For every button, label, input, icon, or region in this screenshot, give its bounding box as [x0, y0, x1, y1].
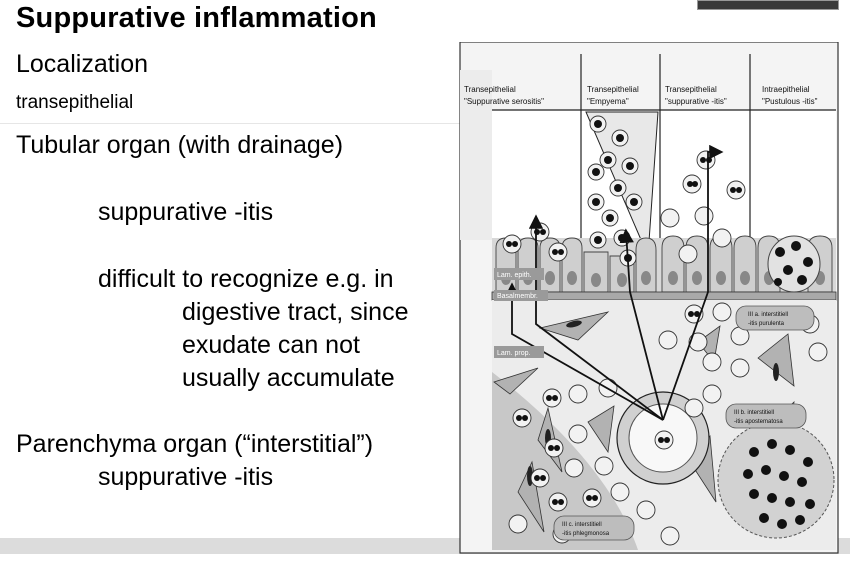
column-4-label-line2: "Pustulous -itis" — [762, 97, 818, 106]
column-4-label-line1: Intraepithelial — [762, 85, 810, 94]
parenchyma-itis-text: suppurative -itis — [98, 463, 273, 492]
localization-heading: Localization — [16, 50, 148, 79]
histology-diagram: Transepithelial "Suppurative serositis" … — [458, 42, 840, 555]
divider-line — [0, 123, 462, 124]
apostematosa-label-line1: III b. interstitiell — [734, 410, 774, 416]
phlegmonosa-label-line1: III c. interstitiell — [562, 522, 602, 528]
apostematosa-label-line2: -itis apostematosa — [734, 419, 783, 425]
parenchyma-organ-heading: Parenchyma organ (“interstitial”) — [16, 430, 373, 459]
left-margin-area — [460, 70, 492, 240]
lam-prop-label: Lam. prop. — [497, 350, 531, 357]
purulenta-label-line2: -itis purulenta — [748, 321, 785, 327]
tubular-itis-text: suppurative -itis — [98, 198, 273, 227]
phlegmonosa-label-line2: -itis phlegmonosa — [562, 531, 610, 537]
basalmembr-label: Basalmembr. — [497, 293, 538, 300]
lam-epith-label: Lam. epith. — [497, 272, 532, 279]
purulenta-label-line1: III a. interstitiell — [748, 312, 788, 318]
localization-subheading: transepithelial — [16, 92, 133, 114]
tubular-organ-heading: Tubular organ (with drainage) — [16, 131, 343, 160]
column-1-label-line2: "Suppurative serositis" — [464, 97, 544, 106]
difficult-line-4: usually accumulate — [182, 364, 395, 393]
column-1-label-line1: Transepithelial — [464, 85, 516, 94]
column-3-label-line2: "suppurative -itis" — [665, 97, 727, 106]
slide-title: Suppurative inflammation — [16, 2, 377, 35]
column-2-label-line1: Transepithelial — [587, 85, 639, 94]
difficult-line-2: digestive tract, since — [182, 298, 409, 327]
column-2-label-line2: "Empyema" — [587, 97, 629, 106]
column-3-label-line1: Transepithelial — [665, 85, 717, 94]
difficult-line-3: exudate can not — [182, 331, 360, 360]
abscess — [718, 422, 834, 538]
difficult-line-1: difficult to recognize e.g. in — [98, 265, 394, 294]
corner-photo-thumbnail — [697, 0, 839, 10]
